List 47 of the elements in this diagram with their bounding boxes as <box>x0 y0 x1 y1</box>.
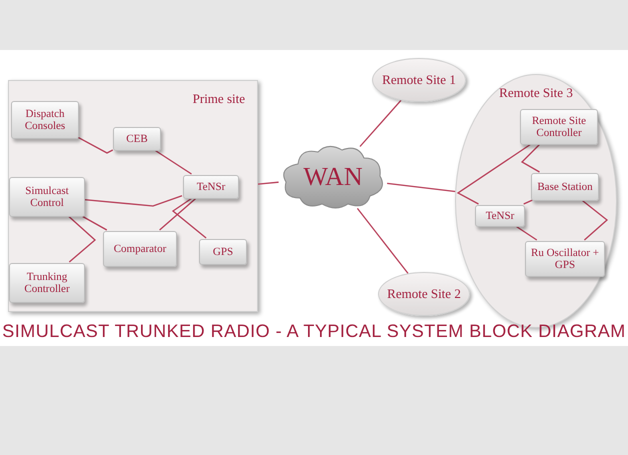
diagram-title: SIMULCAST TRUNKED RADIO - A TYPICAL SYSTEM BLOCK DIAGRAM <box>1 320 627 343</box>
connector-line <box>356 208 409 274</box>
device-box <box>9 177 85 217</box>
node-label: Remote Site 3 <box>499 84 573 102</box>
connector-line <box>78 136 114 154</box>
device-box <box>11 101 79 139</box>
connector-line <box>360 100 402 147</box>
node-label: Simulcast Control <box>24 184 70 210</box>
connector-line <box>68 216 96 262</box>
node-label: TeNSr <box>486 210 514 222</box>
node-label: Comparator <box>114 242 166 256</box>
connector-line <box>581 199 608 240</box>
connector-line <box>81 215 108 231</box>
node-label: Dispatch Consoles <box>24 108 66 132</box>
device-box <box>525 241 605 277</box>
connector-line <box>258 182 279 185</box>
device-box <box>520 109 598 145</box>
site-ellipse <box>372 58 466 102</box>
site-ellipse <box>378 272 470 316</box>
device-box <box>103 231 177 267</box>
device-box <box>199 239 247 265</box>
node-label: WAN <box>303 164 363 190</box>
device-box <box>475 205 525 227</box>
connector-line <box>172 197 207 238</box>
connector-line <box>520 144 540 173</box>
device-box <box>183 175 239 199</box>
node-label: TeNSr <box>196 180 226 194</box>
device-box <box>531 173 599 201</box>
connector-line <box>523 199 533 205</box>
node-label: Remote Site 2 <box>387 285 461 304</box>
node-label: Prime site <box>192 90 245 108</box>
node-label: Ru Oscillator + GPS <box>530 246 600 272</box>
connector-line <box>387 182 456 192</box>
node-label: Remote Site 1 <box>382 71 456 90</box>
node-label: Remote Site Controller <box>530 114 588 140</box>
connector-line <box>159 198 197 230</box>
connector-line <box>84 195 182 207</box>
device-box <box>9 263 85 303</box>
site-panel <box>8 80 258 312</box>
device-box <box>113 127 161 151</box>
node-label: CEB <box>126 132 148 146</box>
node-label: GPS <box>212 246 234 258</box>
node-label: Trunking Controller <box>23 270 71 296</box>
connector-line <box>456 143 532 205</box>
node-label: Base Station <box>537 180 593 194</box>
connector-line <box>154 149 192 175</box>
connector-line <box>515 225 538 241</box>
